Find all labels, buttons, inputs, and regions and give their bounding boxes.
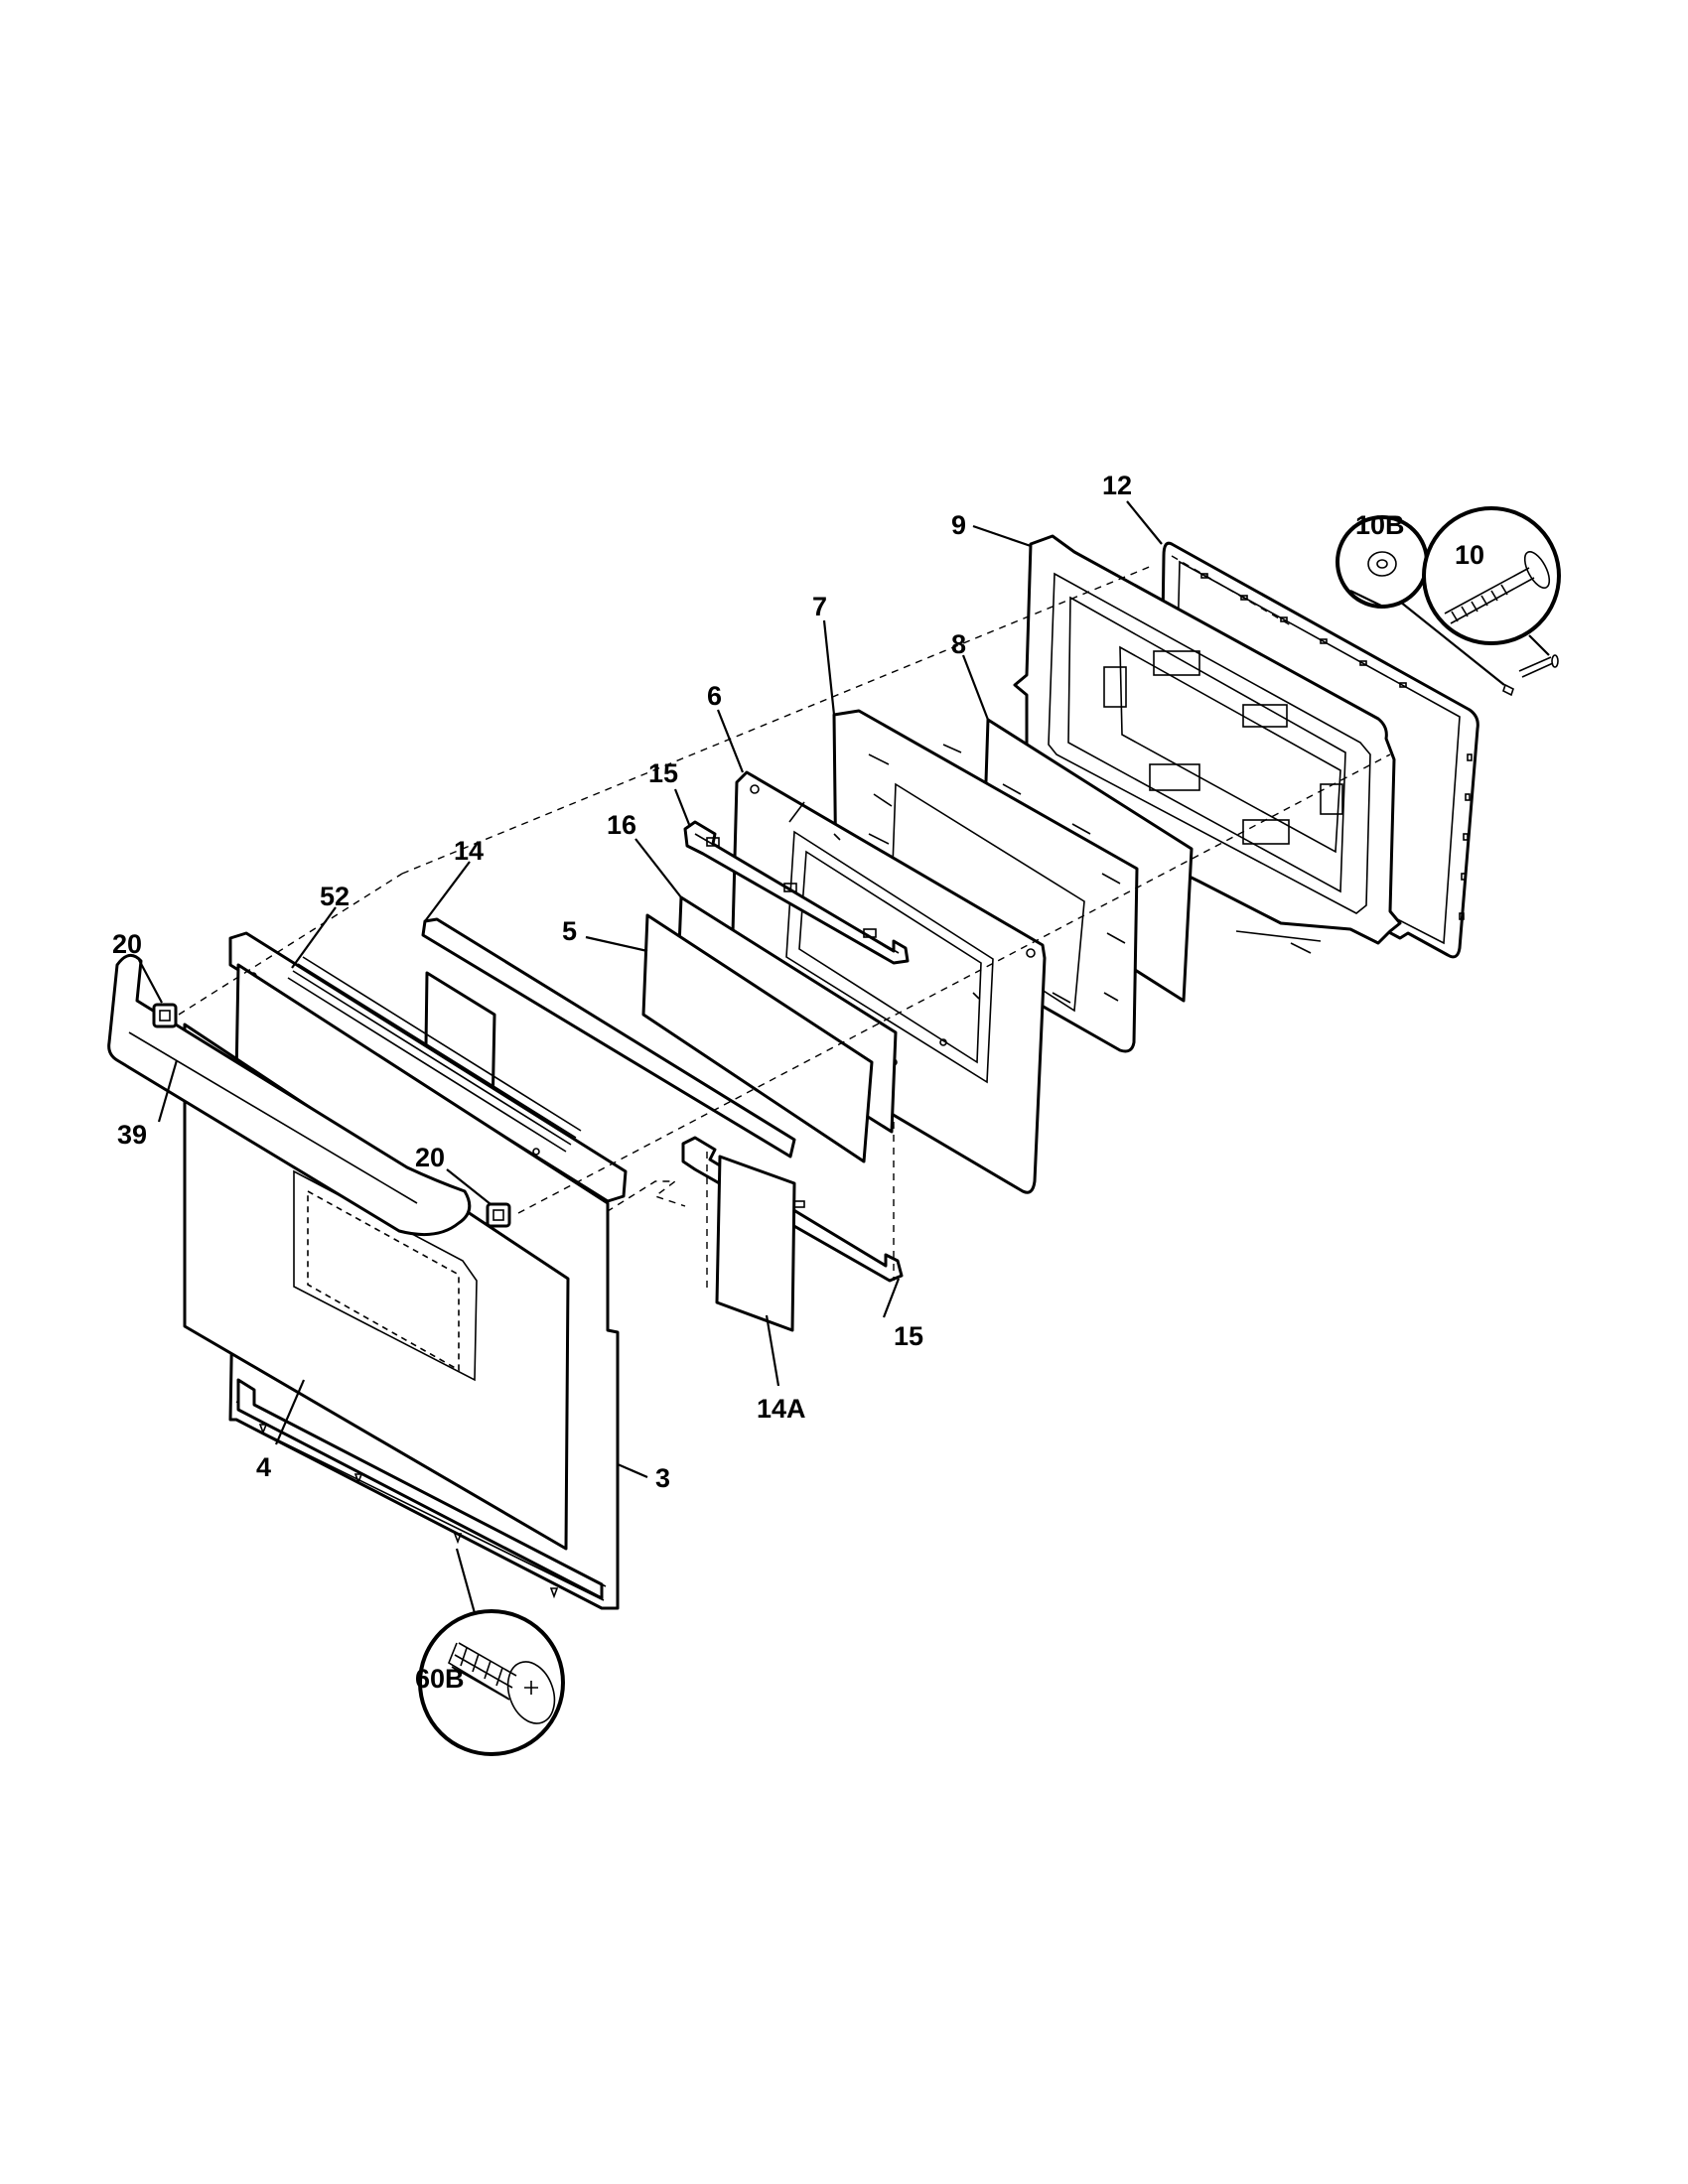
callout-8: 8: [951, 629, 966, 659]
part-6-glass-frame: [729, 770, 1047, 1194]
callout-60b: 60B: [415, 1664, 465, 1694]
part-7-insulation: [832, 709, 1139, 1053]
part-20-end-cap-left: [152, 1003, 178, 1028]
callout-20-right: 20: [415, 1143, 445, 1172]
callout-7: 7: [812, 592, 827, 621]
part-52-top-trim: [228, 931, 628, 1203]
callout-14: 14: [454, 836, 484, 866]
callout-14a: 14A: [757, 1394, 806, 1424]
callout-15-top: 15: [648, 758, 678, 788]
callout-10: 10: [1455, 540, 1484, 570]
part-9-inner-door-liner: [1013, 534, 1402, 954]
callout-labels: 12 9 10B 10 7 8 6 15 16 14 52 5 20 39 20…: [112, 471, 1484, 1694]
callout-12: 12: [1102, 471, 1132, 500]
part-4-bottom-trim: [236, 1378, 604, 1600]
detail-60b-screw: [418, 1548, 565, 1756]
callout-3: 3: [655, 1463, 670, 1493]
leader-lines: [138, 500, 1386, 1479]
callout-15-bottom: 15: [894, 1321, 923, 1351]
callout-16: 16: [607, 810, 636, 840]
callout-20-left: 20: [112, 929, 142, 959]
callout-39: 39: [117, 1120, 147, 1150]
part-15-channel-top: [683, 820, 910, 965]
assembly-lines: [178, 555, 1391, 1315]
callout-10b: 10B: [1355, 510, 1405, 540]
callout-4: 4: [256, 1452, 271, 1482]
part-20-end-cap-right: [486, 1202, 511, 1228]
callout-52: 52: [320, 882, 350, 911]
callout-6: 6: [707, 681, 722, 711]
part-60b-screw-locations: [258, 1424, 559, 1599]
part-14a-pad: [715, 1155, 796, 1332]
detail-10-screw: [1422, 506, 1561, 678]
part-5-glass: [641, 913, 874, 1163]
callout-9: 9: [951, 510, 966, 540]
callout-5: 5: [562, 916, 577, 946]
